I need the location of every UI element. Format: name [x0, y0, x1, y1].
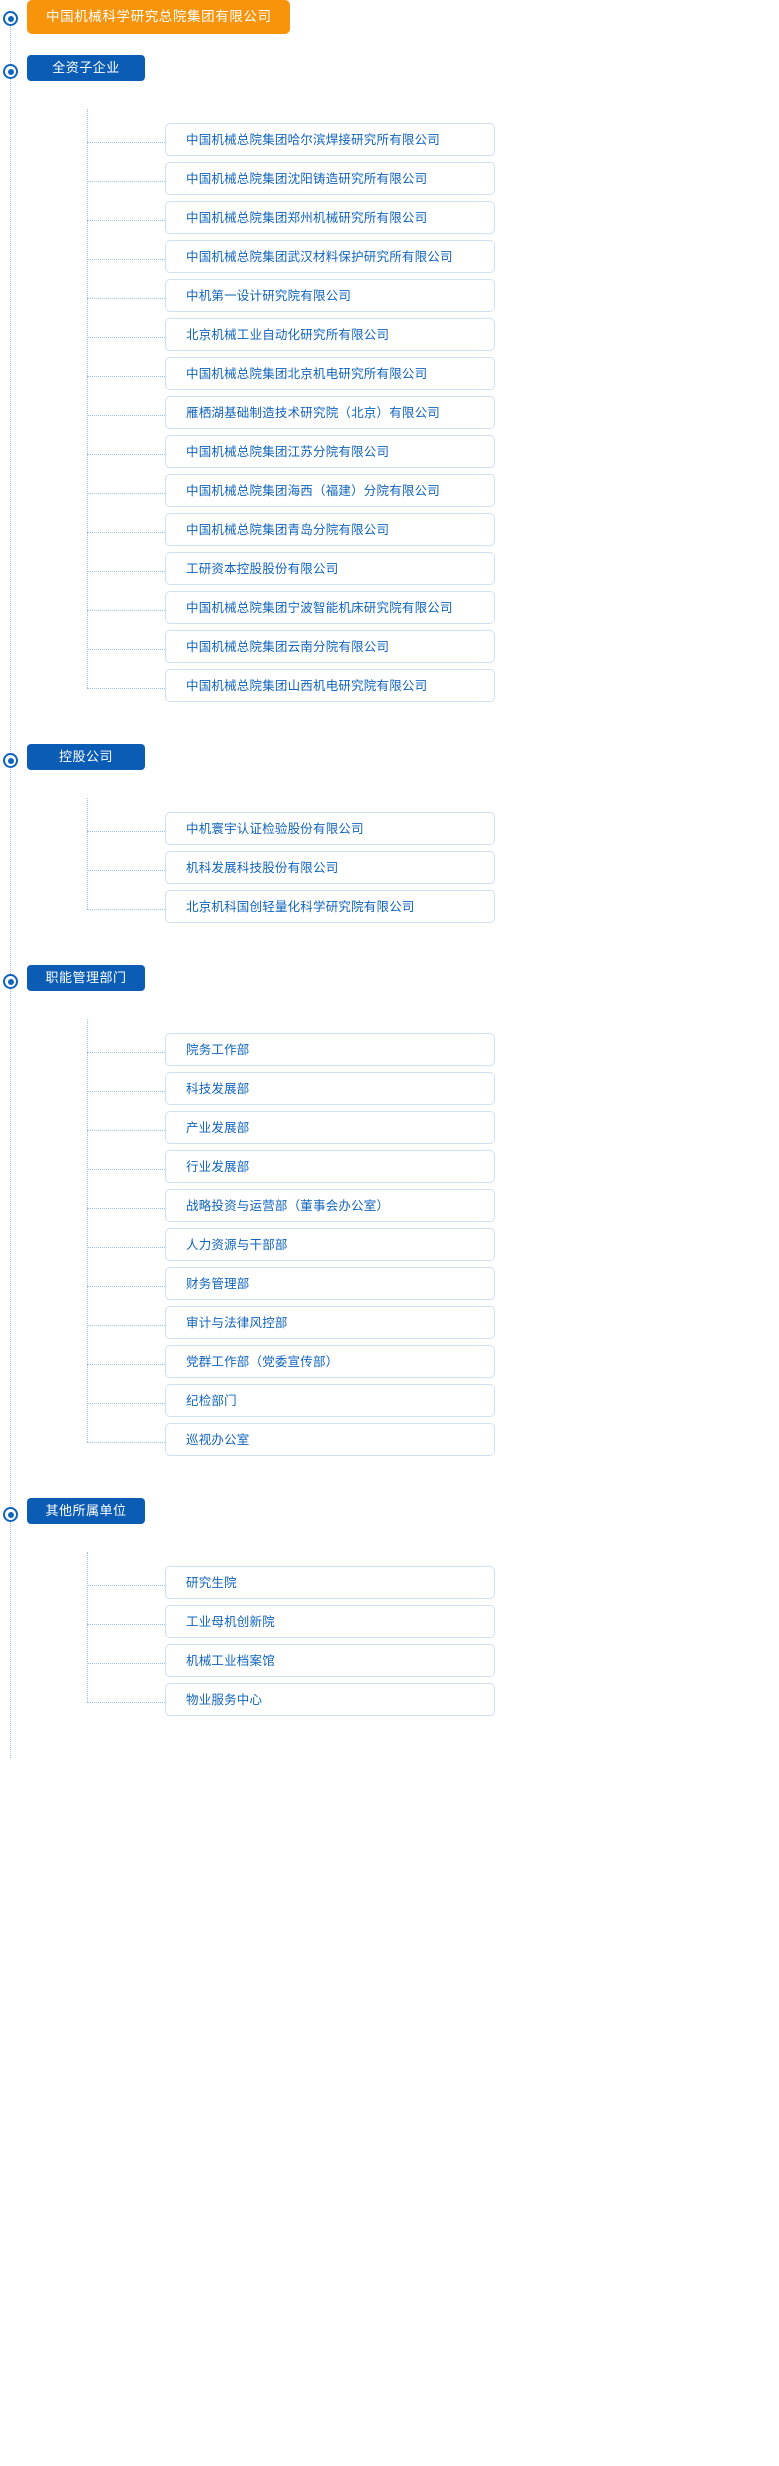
org-unit-card-0-8[interactable]: 中国机械总院集团江苏分院有限公司 [165, 435, 495, 468]
org-unit-card-0-2[interactable]: 中国机械总院集团郑州机械研究所有限公司 [165, 201, 495, 234]
org-unit-card-0-4[interactable]: 中机第一设计研究院有限公司 [165, 279, 495, 312]
list-item-2-10: 巡视办公室 [0, 1423, 779, 1462]
groups-container: 全资子企业 中国机械总院集团哈尔滨焊接研究所有限公司 中国机械总院集团沈阳铸造研… [0, 55, 779, 1758]
root-node-row: 中国机械科学研究总院集团有限公司 [0, 0, 779, 55]
org-group-3: 其他所属单位 研究生院 工业母机创新院 机械工业档案馆 物业服务中心 [0, 1498, 779, 1758]
org-unit-card-2-7[interactable]: 审计与法律风控部 [165, 1306, 495, 1339]
list-item-2-0: 院务工作部 [0, 1033, 779, 1072]
org-unit-card-2-1[interactable]: 科技发展部 [165, 1072, 495, 1105]
list-item-0-11: 工研资本控股股份有限公司 [0, 552, 779, 591]
org-unit-card-1-0[interactable]: 中机寰宇认证检验股份有限公司 [165, 812, 495, 845]
org-unit-card-2-6[interactable]: 财务管理部 [165, 1267, 495, 1300]
list-item-2-2: 产业发展部 [0, 1111, 779, 1150]
list-item-2-9: 纪检部门 [0, 1384, 779, 1423]
org-unit-card-0-3[interactable]: 中国机械总院集团武汉材料保护研究所有限公司 [165, 240, 495, 273]
root-node-dot-icon [3, 11, 18, 26]
root-company-chip[interactable]: 中国机械科学研究总院集团有限公司 [27, 0, 290, 34]
list-item-2-6: 财务管理部 [0, 1267, 779, 1306]
org-unit-card-0-5[interactable]: 北京机械工业自动化研究所有限公司 [165, 318, 495, 351]
org-unit-card-3-1[interactable]: 工业母机创新院 [165, 1605, 495, 1638]
group-header: 职能管理部门 [0, 965, 779, 1017]
list-item-2-5: 人力资源与干部部 [0, 1228, 779, 1267]
list-item-2-3: 行业发展部 [0, 1150, 779, 1189]
trunk-connector-line [10, 18, 11, 1758]
group-item-list: 研究生院 工业母机创新院 机械工业档案馆 物业服务中心 [0, 1552, 779, 1722]
org-unit-card-2-0[interactable]: 院务工作部 [165, 1033, 495, 1066]
org-unit-card-2-5[interactable]: 人力资源与干部部 [165, 1228, 495, 1261]
org-unit-card-0-13[interactable]: 中国机械总院集团云南分院有限公司 [165, 630, 495, 663]
group-label-chip-2[interactable]: 职能管理部门 [27, 965, 145, 991]
list-item-0-12: 中国机械总院集团宁波智能机床研究院有限公司 [0, 591, 779, 630]
org-group-2: 职能管理部门 院务工作部 科技发展部 产业发展部 行业发展部 战略投资与运营部（… [0, 965, 779, 1498]
list-item-1-1: 机科发展科技股份有限公司 [0, 851, 779, 890]
list-item-0-2: 中国机械总院集团郑州机械研究所有限公司 [0, 201, 779, 240]
org-chart: 中国机械科学研究总院集团有限公司 全资子企业 中国机械总院集团哈尔滨焊接研究所有… [0, 0, 779, 1758]
group-spacer [0, 724, 779, 744]
group-item-list: 中国机械总院集团哈尔滨焊接研究所有限公司 中国机械总院集团沈阳铸造研究所有限公司… [0, 109, 779, 708]
list-item-0-14: 中国机械总院集团山西机电研究院有限公司 [0, 669, 779, 708]
list-item-3-2: 机械工业档案馆 [0, 1644, 779, 1683]
org-unit-card-0-0[interactable]: 中国机械总院集团哈尔滨焊接研究所有限公司 [165, 123, 495, 156]
org-unit-card-2-3[interactable]: 行业发展部 [165, 1150, 495, 1183]
group-spacer [0, 1478, 779, 1498]
org-unit-card-0-10[interactable]: 中国机械总院集团青岛分院有限公司 [165, 513, 495, 546]
org-unit-card-1-1[interactable]: 机科发展科技股份有限公司 [165, 851, 495, 884]
list-item-0-4: 中机第一设计研究院有限公司 [0, 279, 779, 318]
org-unit-card-2-8[interactable]: 党群工作部（党委宣传部） [165, 1345, 495, 1378]
list-item-2-8: 党群工作部（党委宣传部） [0, 1345, 779, 1384]
list-item-1-0: 中机寰宇认证检验股份有限公司 [0, 812, 779, 851]
org-unit-card-0-14[interactable]: 中国机械总院集团山西机电研究院有限公司 [165, 669, 495, 702]
group-node-dot-icon [3, 1507, 18, 1522]
list-item-0-13: 中国机械总院集团云南分院有限公司 [0, 630, 779, 669]
group-label-chip-3[interactable]: 其他所属单位 [27, 1498, 145, 1524]
list-item-0-1: 中国机械总院集团沈阳铸造研究所有限公司 [0, 162, 779, 201]
org-unit-card-0-9[interactable]: 中国机械总院集团海西（福建）分院有限公司 [165, 474, 495, 507]
group-node-dot-icon [3, 753, 18, 768]
list-item-1-2: 北京机科国创轻量化科学研究院有限公司 [0, 890, 779, 929]
org-unit-card-2-2[interactable]: 产业发展部 [165, 1111, 495, 1144]
list-item-0-6: 中国机械总院集团北京机电研究所有限公司 [0, 357, 779, 396]
org-unit-card-0-12[interactable]: 中国机械总院集团宁波智能机床研究院有限公司 [165, 591, 495, 624]
org-unit-card-0-7[interactable]: 雁栖湖基础制造技术研究院（北京）有限公司 [165, 396, 495, 429]
group-item-list: 院务工作部 科技发展部 产业发展部 行业发展部 战略投资与运营部（董事会办公室）… [0, 1019, 779, 1462]
list-item-3-1: 工业母机创新院 [0, 1605, 779, 1644]
list-item-0-5: 北京机械工业自动化研究所有限公司 [0, 318, 779, 357]
org-unit-card-0-1[interactable]: 中国机械总院集团沈阳铸造研究所有限公司 [165, 162, 495, 195]
org-group-0: 全资子企业 中国机械总院集团哈尔滨焊接研究所有限公司 中国机械总院集团沈阳铸造研… [0, 55, 779, 744]
group-header: 控股公司 [0, 744, 779, 796]
list-item-0-0: 中国机械总院集团哈尔滨焊接研究所有限公司 [0, 123, 779, 162]
list-item-0-3: 中国机械总院集团武汉材料保护研究所有限公司 [0, 240, 779, 279]
org-unit-card-3-0[interactable]: 研究生院 [165, 1566, 495, 1599]
list-item-3-0: 研究生院 [0, 1566, 779, 1605]
org-unit-card-2-10[interactable]: 巡视办公室 [165, 1423, 495, 1456]
list-item-0-10: 中国机械总院集团青岛分院有限公司 [0, 513, 779, 552]
org-unit-card-0-11[interactable]: 工研资本控股股份有限公司 [165, 552, 495, 585]
list-item-2-1: 科技发展部 [0, 1072, 779, 1111]
org-unit-card-1-2[interactable]: 北京机科国创轻量化科学研究院有限公司 [165, 890, 495, 923]
org-unit-card-3-2[interactable]: 机械工业档案馆 [165, 1644, 495, 1677]
group-item-list: 中机寰宇认证检验股份有限公司 机科发展科技股份有限公司 北京机科国创轻量化科学研… [0, 798, 779, 929]
group-label-chip-0[interactable]: 全资子企业 [27, 55, 145, 81]
org-unit-card-3-3[interactable]: 物业服务中心 [165, 1683, 495, 1716]
org-group-1: 控股公司 中机寰宇认证检验股份有限公司 机科发展科技股份有限公司 北京机科国创轻… [0, 744, 779, 965]
group-spacer [0, 945, 779, 965]
group-spacer [0, 1738, 779, 1758]
list-item-0-7: 雁栖湖基础制造技术研究院（北京）有限公司 [0, 396, 779, 435]
group-node-dot-icon [3, 64, 18, 79]
org-unit-card-2-4[interactable]: 战略投资与运营部（董事会办公室） [165, 1189, 495, 1222]
list-item-3-3: 物业服务中心 [0, 1683, 779, 1722]
list-item-2-4: 战略投资与运营部（董事会办公室） [0, 1189, 779, 1228]
list-item-0-8: 中国机械总院集团江苏分院有限公司 [0, 435, 779, 474]
group-node-dot-icon [3, 974, 18, 989]
list-item-0-9: 中国机械总院集团海西（福建）分院有限公司 [0, 474, 779, 513]
org-unit-card-2-9[interactable]: 纪检部门 [165, 1384, 495, 1417]
group-header: 全资子企业 [0, 55, 779, 107]
group-header: 其他所属单位 [0, 1498, 779, 1550]
group-label-chip-1[interactable]: 控股公司 [27, 744, 145, 770]
list-item-2-7: 审计与法律风控部 [0, 1306, 779, 1345]
org-unit-card-0-6[interactable]: 中国机械总院集团北京机电研究所有限公司 [165, 357, 495, 390]
